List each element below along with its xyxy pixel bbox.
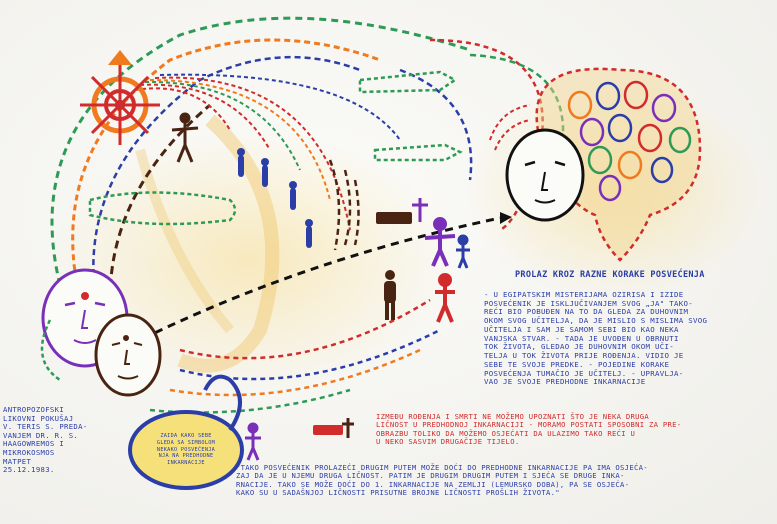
green-lying-figures — [88, 70, 463, 226]
blue-arc-right — [399, 68, 473, 181]
blue-arc — [92, 55, 361, 296]
cross-icon — [342, 198, 428, 438]
small-blue-figure — [456, 234, 470, 269]
red-lines-into-face — [489, 104, 531, 151]
blue-paragraph-line: TOK ŽIVOTA, GLEDAO JE DUHOVNIM OKOM UČI- — [484, 342, 674, 352]
lower-red-arc — [179, 298, 431, 360]
green-arc — [50, 16, 471, 286]
thought-bubble-tail — [203, 374, 242, 432]
bubble-text-line: ZAIDA KAKO SEBE — [160, 433, 212, 439]
red-paragraph-line: U NEKO SASVIM DRUGAČIJE TIJELO. — [376, 437, 520, 447]
bubble-text-line: GLEDA SA SIMBOLOM — [156, 439, 216, 446]
coffin-icon — [313, 212, 412, 435]
signature-line: 25.12.1983. — [3, 465, 55, 475]
yellow-arc-stroke — [177, 114, 280, 373]
arrow-head-icon — [500, 212, 512, 224]
brown-face — [94, 313, 162, 397]
brown-figure — [384, 270, 396, 320]
bottom-paragraph-line: ZAJ DA JE U NJEMU DRUGA LIČNOST. PATIM J… — [236, 471, 625, 481]
bottom-paragraph-line: "TAKO POSVEĆENIK PROLAZEĆI DRUGIM PUTEM … — [236, 463, 648, 472]
signature-line: HAAGOWREMOS I — [3, 439, 65, 449]
blue-paragraph: - U EGIPATSKIM MISTERIJAMA OZIRISA I IZI… — [484, 290, 769, 387]
bottom-paragraph-line: KAKO SU U SADAŠNJOJ LIČNOSTI PRISUTNE BR… — [236, 488, 560, 498]
blue-paragraph-line: POSVEĆENJA TUMAČIO JE UČITELJ. - UPRAVLJ… — [484, 368, 684, 378]
blue-paragraph-line: UČITELJA I SAM JE SAMOM SEBI BIO KAO NEK… — [484, 324, 679, 334]
blue-paragraph-line: REĆI BIO POBUĐEN NA TO DA GLEDA ZA DUHOV… — [484, 307, 689, 317]
signature-line: MATPET — [3, 456, 32, 466]
blue-paragraph-line: TELJA U TOK ŽIVOTA PRIJE ROĐENJA. VIDIO … — [484, 351, 684, 361]
thought-bubble — [128, 410, 244, 490]
black-connecting-arrow — [129, 216, 501, 347]
blue-paragraph-line: VANJSKA STVAR. - TADA JE UVOĐEN U OBRNUT… — [484, 333, 679, 343]
signature-line: ANTROPOZOFSKI — [3, 405, 65, 414]
lower-purple-figure — [245, 422, 261, 461]
lower-green-arc — [149, 388, 351, 414]
purple-figure — [424, 217, 456, 267]
bottom-paragraph-line: RNACIJE. TAKO SE MOŽE DOĆI DO 1. INKARNA… — [236, 479, 630, 489]
lower-orange-arc — [169, 348, 421, 397]
signature-line: V. TERIS S. PREDA- — [3, 422, 88, 432]
red-paragraph-line: LIČNOST U PREDHODNOJ INKARNACIJI - MORAM… — [376, 420, 682, 430]
orange-arc — [71, 38, 381, 291]
signature-block: ANTROPOZOFSKI LIKOVNI POKUŠAJ V. TERIS S… — [3, 405, 127, 475]
brown-arc — [108, 103, 211, 301]
sun-symbol-icon — [80, 50, 160, 145]
signature-line: VANJEM DR. R. S. — [3, 430, 79, 440]
blue-paragraph-line: SEBE TE SVOJE PREDKE. - POJEDINE KORAKE — [484, 359, 670, 369]
bubble-text-line: NJA NA PREDHODNE — [158, 453, 214, 460]
heading-text: PROLAZ KROZ RAZNE KORAKE POSVEĆENJA — [515, 270, 705, 280]
left-green-dotted — [40, 319, 61, 382]
human-figure-icon — [171, 112, 199, 163]
red-figure — [435, 273, 455, 323]
blue-paragraph-line: - U EGIPATSKIM MISTERIJAMA OZIRISA I IZI… — [484, 290, 684, 299]
signature-line: MIKROKOSMOS — [3, 448, 55, 458]
blue-paragraph-line: VAO JE SVOJE PREDHODNE INKARNACIJE — [484, 377, 646, 387]
signature-line: LIKOVNI POKUŠAJ — [3, 413, 74, 423]
blue-paragraph-line: POSVEĆENIK JE ISKLJUČIVANJEM SVOG „JA" T… — [484, 298, 693, 308]
brown-dashed-arrows — [328, 159, 360, 251]
crowd-faces — [567, 80, 692, 202]
bottom-paragraph: "TAKO POSVEĆENIK PROLAZEĆI DRUGIM PUTEM … — [236, 463, 772, 498]
thought-bubble-text: ZAIDA KAKO SEBE GLEDA SA SIMBOLOM NEKAKO… — [140, 433, 232, 467]
face-icon — [505, 128, 585, 222]
red-paragraph-line: IZMEĐU ROĐENJA I SMRTI NE MOŽEMO UPOZNAT… — [376, 412, 650, 421]
sun-ray-arrows — [134, 73, 401, 231]
blue-paragraph-line: OKOM SVOG UČITELJA, DA JE MISLIO S MISLI… — [484, 316, 708, 326]
bubble-text-line: NEKAKO POSVEĆENJA — [156, 446, 216, 453]
bubble-text-line: INKARNACIJE — [167, 460, 205, 466]
blue-figures — [237, 148, 313, 248]
lower-blue-arc — [179, 328, 441, 381]
red-paragraph: IZMEĐU ROĐENJA I SMRTI NE MOŽEMO UPOZNAT… — [376, 412, 768, 447]
red-paragraph-line: OBRAZBU TOLIKO DA MOŽEMO OSJEĆATI DA ULA… — [376, 428, 636, 438]
